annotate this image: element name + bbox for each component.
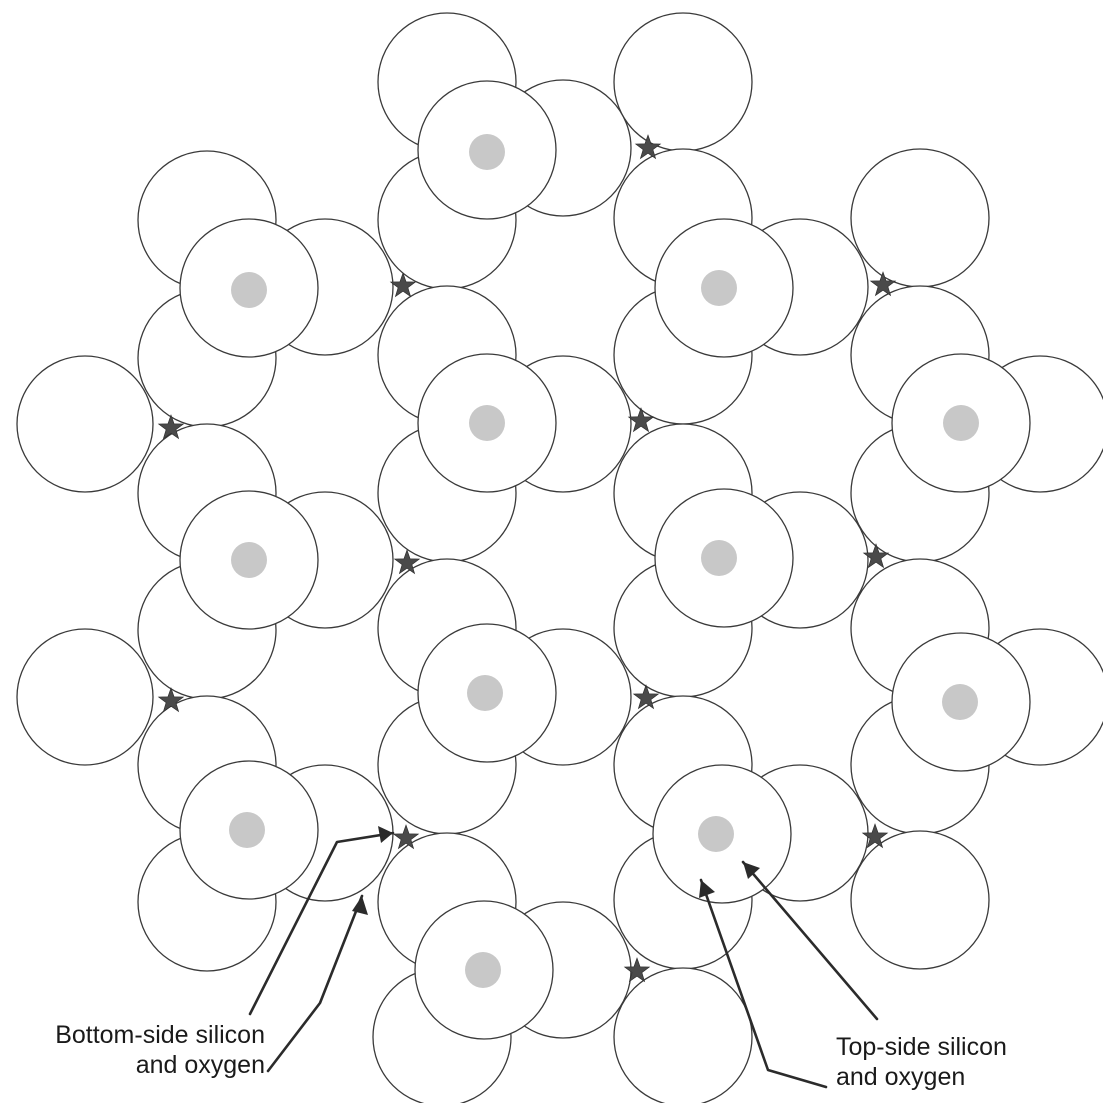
bottom-side-label-line2: and oxygen <box>135 1051 265 1079</box>
arrowhead <box>743 862 760 879</box>
top-side-label-line2: and oxygen <box>836 1063 966 1091</box>
star-icon <box>632 684 660 710</box>
silicon-dot <box>943 405 979 441</box>
silicon-dot <box>467 675 503 711</box>
star-icon <box>157 687 185 713</box>
silicon-dot <box>231 542 267 578</box>
silicon-dot <box>229 812 265 848</box>
arrow-top-side-2 <box>741 860 879 1021</box>
arrow-bottom-side-2 <box>266 894 364 1073</box>
oxygen-circle <box>613 12 753 152</box>
star-icon <box>623 957 651 983</box>
oxygen-circle <box>16 355 154 493</box>
silicon-dot <box>701 270 737 306</box>
silicon-dot <box>698 816 734 852</box>
star-icon <box>157 414 185 440</box>
star-icon <box>861 823 889 849</box>
star-icon <box>389 272 417 298</box>
star-icon <box>869 271 897 297</box>
arrowhead <box>352 896 368 915</box>
silicon-dot <box>231 272 267 308</box>
star-icon <box>392 824 420 850</box>
silicon-dot <box>469 134 505 170</box>
oxygen-circle <box>850 148 990 288</box>
star-icon <box>862 543 890 569</box>
oxygen-circle <box>850 830 990 970</box>
top-side-label-line1: Top-side silicon <box>836 1033 1007 1061</box>
bottom-side-label: Bottom-side silicon and oxygen <box>10 1020 265 1080</box>
top-side-label: Top-side silicon and oxygen <box>836 1032 1056 1092</box>
oxygen-circle <box>613 967 753 1103</box>
oxygen-circle <box>16 628 154 766</box>
star-icon <box>634 134 662 160</box>
arrowhead <box>699 880 715 898</box>
bottom-side-label-line1: Bottom-side silicon <box>55 1021 265 1049</box>
silicon-atoms <box>229 134 979 988</box>
arrow-top-side-1 <box>699 878 828 1089</box>
arrowhead <box>378 826 393 843</box>
silicon-dot <box>469 405 505 441</box>
silicon-dot <box>942 684 978 720</box>
star-markers <box>157 134 897 983</box>
silicon-dot <box>701 540 737 576</box>
star-icon <box>627 407 655 433</box>
silicon-dot <box>465 952 501 988</box>
star-icon <box>393 549 421 575</box>
arrow-bottom-side-1 <box>248 831 395 1016</box>
arrows <box>248 826 879 1089</box>
